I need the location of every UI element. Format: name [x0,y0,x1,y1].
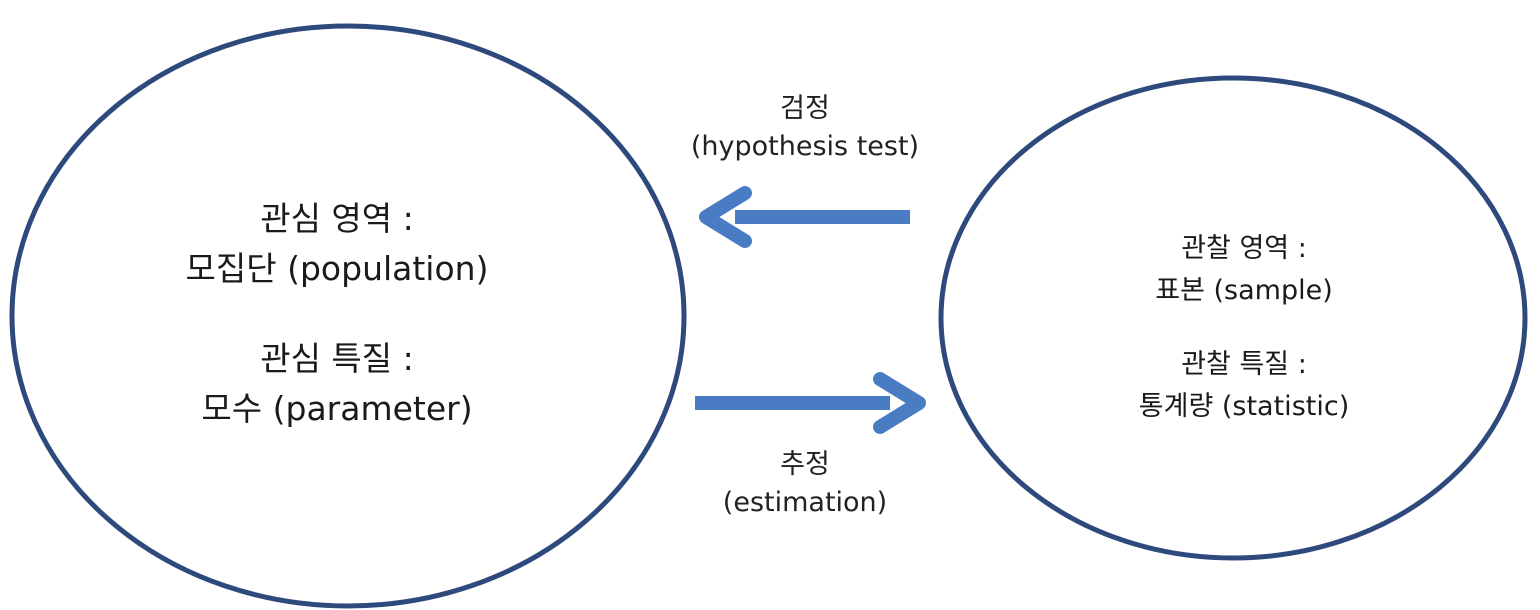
sample-region-label: 관찰 영역 : [1181,233,1307,264]
hypothesis-test-arrow [699,186,910,248]
population-region-value: 모집단 (population) [185,249,489,288]
estimation-label-en: (estimation) [722,487,888,518]
population-feature-value: 모수 (parameter) [201,389,473,428]
sample-feature-label: 관찰 특질 : [1181,349,1307,380]
sample-circle [938,75,1528,561]
population-circle [9,23,687,609]
sample-feature-value: 통계량 (statistic) [1138,391,1350,422]
hypothesis-test-label-en: (hypothesis test) [690,131,920,162]
population-region-label: 관심 영역 : [260,199,414,238]
hypothesis-test-label-ko: 검정 [780,93,830,124]
estimation-label-ko: 추정 [780,449,830,480]
population-feature-label: 관심 특질 : [260,339,414,378]
estimation-arrow [695,372,926,434]
sample-region-value: 표본 (sample) [1155,275,1333,306]
